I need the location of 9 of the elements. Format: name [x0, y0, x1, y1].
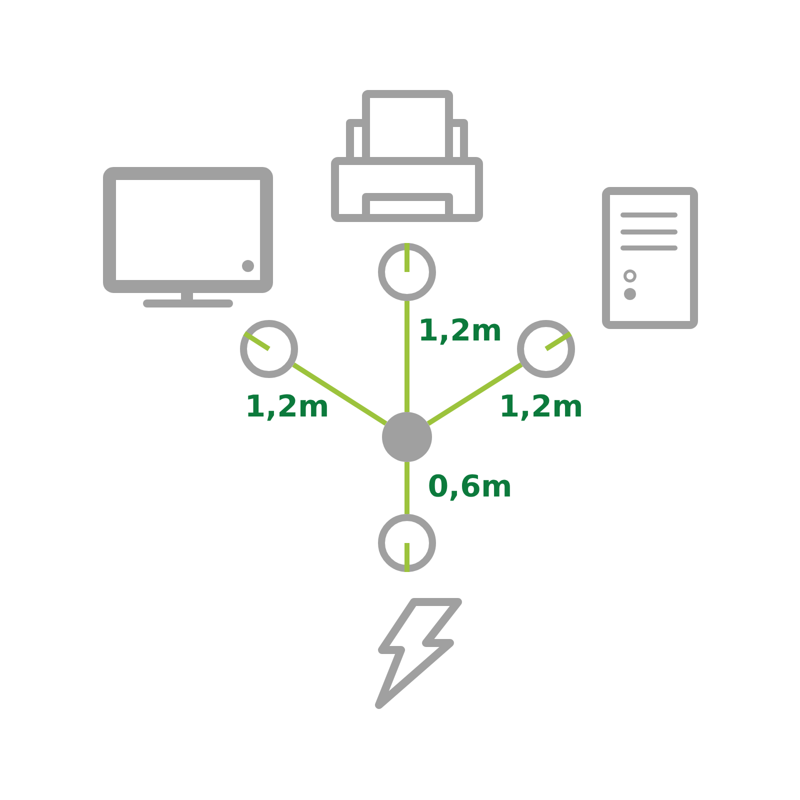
- cable-line: [404, 301, 410, 412]
- cable-line: [292, 362, 388, 426]
- ring-marker: [240, 320, 298, 378]
- cable-line: [426, 362, 523, 426]
- ring-marker: [517, 320, 575, 378]
- ring-marker: [378, 243, 436, 301]
- cable-line: [404, 462, 410, 514]
- ring-marker: [378, 514, 436, 572]
- hub-dot: [382, 412, 432, 462]
